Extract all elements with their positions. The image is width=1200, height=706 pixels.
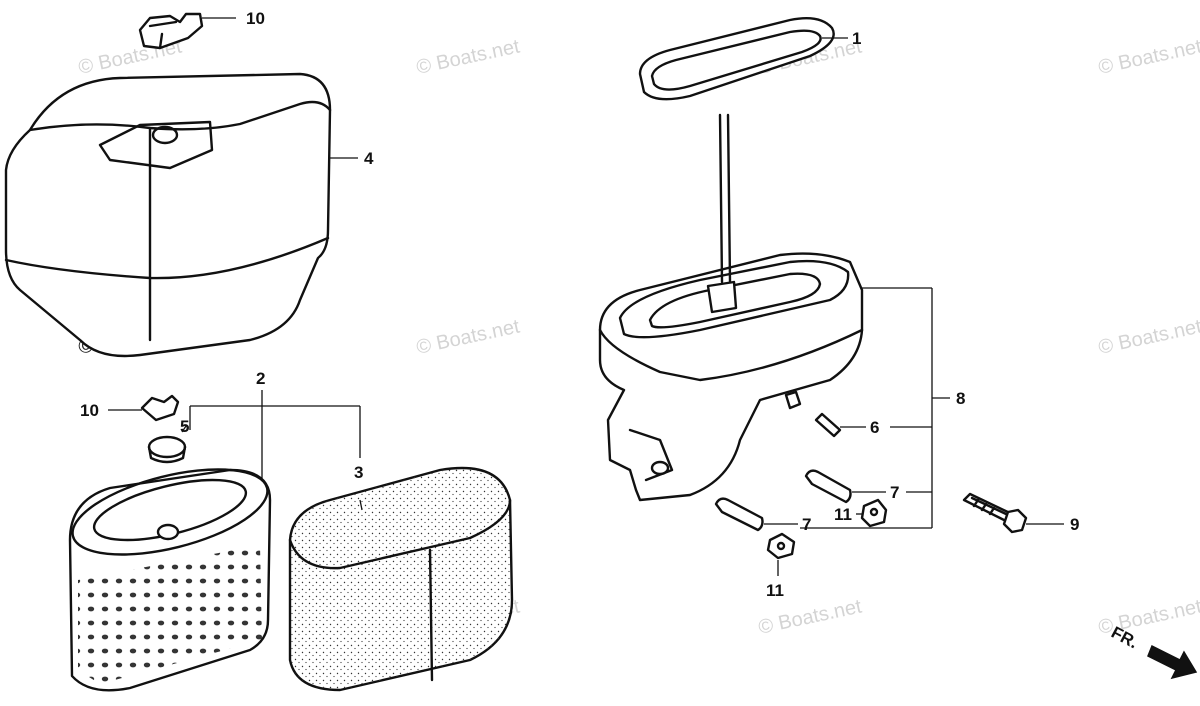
front-arrow-icon [1147, 644, 1198, 680]
callout-8: 8 [956, 389, 965, 408]
watermark-text: © Boats.net [414, 35, 522, 78]
pin: 6 [814, 412, 932, 438]
watermark-text: © Boats.net [414, 315, 522, 358]
grommet: 5 [147, 417, 189, 464]
collar-lower: 7 [714, 497, 811, 534]
callout-10-lower: 10 [80, 401, 99, 420]
wing-nut-lower: 10 [80, 394, 180, 422]
flange-bolt: 9 [962, 492, 1079, 534]
callout-6: 6 [870, 418, 879, 437]
collar-upper: 7 [804, 469, 932, 504]
callout-5: 5 [180, 417, 189, 436]
callout-7-upper: 7 [890, 483, 899, 502]
watermark-text: © Boats.net [1096, 35, 1200, 78]
callout-3: 3 [354, 463, 363, 482]
watermark-text: © Boats.net [756, 595, 864, 638]
gasket: 1 [638, 17, 861, 101]
callout-9: 9 [1070, 515, 1079, 534]
wing-nut-top: 10 [138, 9, 265, 50]
filter-element: 2 [68, 369, 272, 692]
callout-4: 4 [364, 149, 374, 168]
callout-11-lower: 11 [766, 581, 784, 600]
flange-nut-lower: 11 [766, 532, 796, 600]
callout-7-lower: 7 [802, 515, 811, 534]
flange-nut-upper: 11 [834, 498, 888, 528]
watermark-text: © Boats.net [1096, 315, 1200, 358]
air-cleaner-case: 8 [598, 113, 965, 529]
front-direction-indicator: FR. [1108, 623, 1198, 680]
air-cleaner-cover: 4 [4, 72, 374, 358]
callout-11-upper: 11 [834, 505, 852, 524]
foam-element: 3 [189, 405, 514, 692]
callout-1: 1 [852, 29, 861, 48]
callout-2: 2 [256, 369, 265, 388]
callout-10-top: 10 [246, 9, 265, 28]
